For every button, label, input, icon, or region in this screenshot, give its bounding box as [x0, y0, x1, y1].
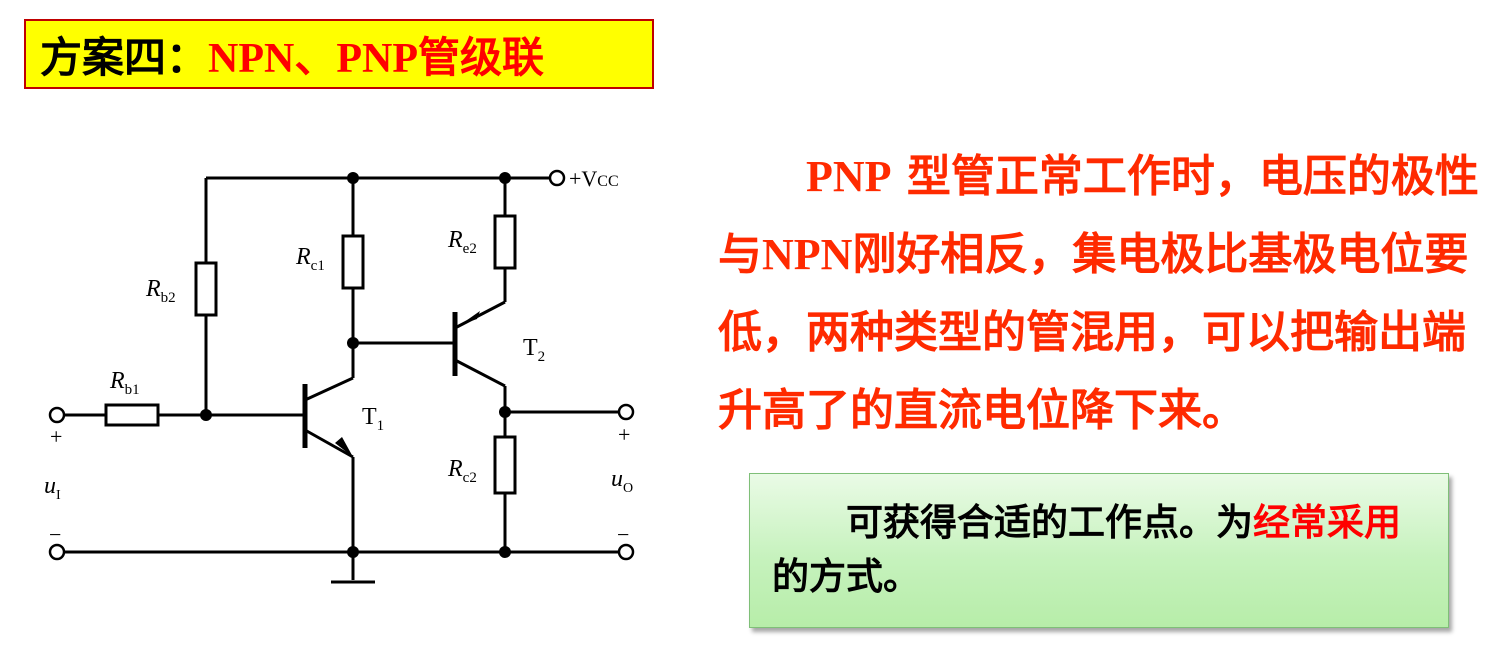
rb2-label: Rb2	[145, 276, 176, 306]
vcc-label: +VCC	[569, 166, 619, 191]
para-pnp: PNP	[806, 152, 892, 201]
note-indent	[772, 501, 846, 544]
para-text-2: 刚好相反，集电极比基极电位要低，两种类型的管混用，可以把输出端升高了的直流电位降…	[718, 229, 1469, 436]
note-highlight: 经常采用	[1253, 501, 1401, 544]
note-box: 可获得合适的工作点。为经常采用的方式。	[749, 473, 1449, 628]
t1-label: T1	[362, 404, 384, 434]
para-text-1: 型管正常工作时，电压的极性与	[718, 151, 1479, 280]
note-text-2: 的方式。	[772, 555, 920, 598]
uo-label: uO	[611, 466, 633, 496]
circuit-diagram: +VCC Rb2 Rb1 Rc1 Re2 Rc2 T1 T2 + + − − u…	[44, 166, 635, 584]
title-main: 方案四：	[40, 32, 209, 82]
re2-label: Re2	[447, 227, 477, 257]
t2-label: T2	[523, 335, 545, 365]
description-paragraph: PNP 型管正常工作时，电压的极性与NPN刚好相反，集电极比基极电位要低，两种类…	[718, 138, 1488, 450]
output-plus: +	[618, 422, 630, 447]
input-plus: +	[50, 424, 62, 449]
para-indent	[718, 151, 806, 202]
rb1-label: Rb1	[109, 368, 140, 398]
rc1-label: Rc1	[295, 244, 325, 274]
para-npn: NPN	[762, 230, 853, 279]
ui-label: uI	[44, 473, 61, 503]
input-minus: −	[49, 522, 61, 547]
output-minus: −	[617, 522, 629, 547]
title-sub: NPN、PNP管级联	[208, 35, 544, 82]
title-banner: 方案四：NPN、PNP管级联	[24, 19, 654, 89]
note-text-1: 可获得合适的工作点。为	[846, 501, 1253, 544]
rc2-label: Rc2	[447, 456, 477, 486]
